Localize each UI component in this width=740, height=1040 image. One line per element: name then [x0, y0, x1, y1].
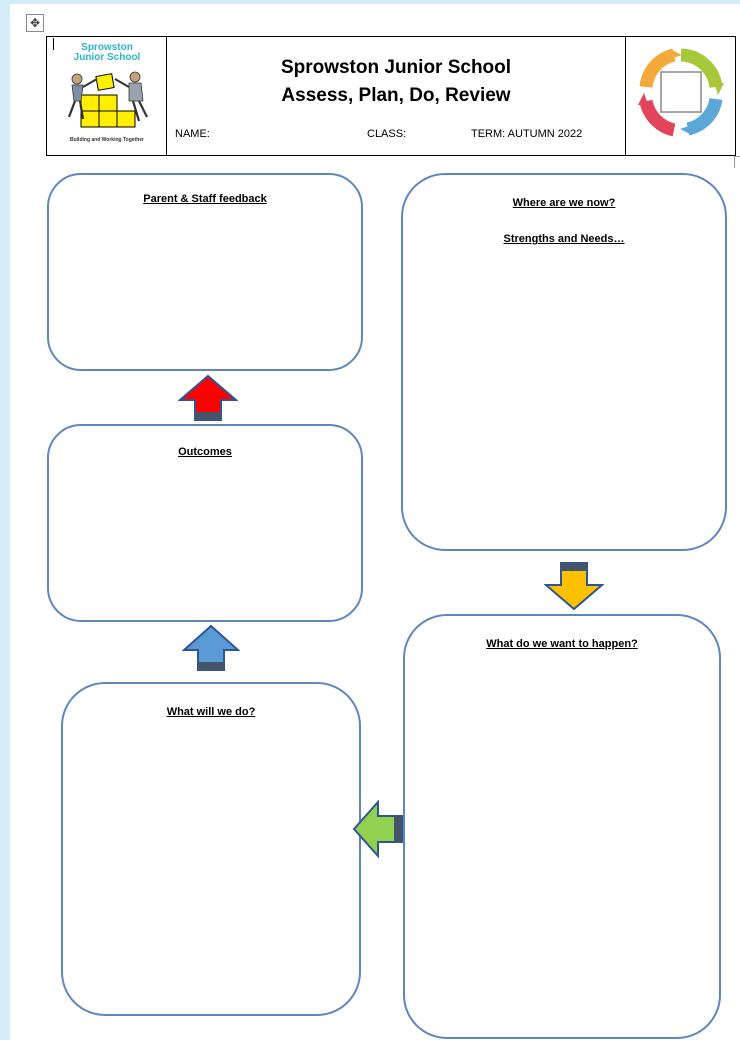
what-will-we-do-box[interactable]: What will we do?: [61, 682, 361, 1016]
school-logo-text: Sprowston Junior School: [53, 43, 161, 63]
school-logo-line1: Sprowston: [81, 42, 133, 53]
school-logo-icon: [67, 71, 148, 128]
class-field-label: CLASS:: [367, 128, 407, 140]
where-are-we-now-box[interactable]: Where are we now? Strengths and Needs…: [401, 173, 727, 551]
logo-motto: Building and Working Together: [70, 137, 144, 143]
title-cell: Sprowston Junior School Assess, Plan, Do…: [167, 37, 625, 155]
where-are-we-now-heading: Where are we now?: [512, 197, 616, 209]
table-end-marker: [734, 156, 740, 168]
logo-cell: Sprowston Junior School Building and Wor…: [47, 37, 167, 155]
what-do-we-want-heading: What do we want to happen?: [486, 638, 638, 650]
term-field-label: TERM: AUTUMN 2022: [471, 128, 583, 140]
arrow-down-orange-icon: [544, 562, 604, 611]
arrow-up-red-icon: [178, 374, 238, 421]
header-table: Sprowston Junior School Building and Wor…: [46, 36, 736, 156]
school-logo-line2: Junior School: [73, 52, 141, 63]
arrow-left-green-icon: [352, 800, 403, 858]
outcomes-heading: Outcomes: [178, 446, 232, 458]
text-cursor: [53, 38, 54, 50]
school-title: Sprowston Junior School: [280, 57, 512, 78]
what-do-we-want-box[interactable]: What do we want to happen?: [403, 614, 721, 1039]
parent-staff-feedback-box[interactable]: Parent & Staff feedback: [47, 173, 363, 371]
review-cycle-icon: [638, 48, 724, 137]
what-will-we-do-heading: What will we do?: [166, 706, 256, 718]
document-title: Assess, Plan, Do, Review: [281, 85, 511, 106]
parent-staff-feedback-heading: Parent & Staff feedback: [143, 193, 267, 205]
strengths-needs-heading: Strengths and Needs…: [503, 233, 625, 245]
name-field-label: NAME:: [175, 128, 210, 140]
arrow-up-blue-icon: [182, 624, 240, 671]
table-move-handle-icon[interactable]: ✥: [26, 14, 44, 32]
cycle-cell: [625, 37, 735, 155]
outcomes-box[interactable]: Outcomes: [47, 424, 363, 622]
